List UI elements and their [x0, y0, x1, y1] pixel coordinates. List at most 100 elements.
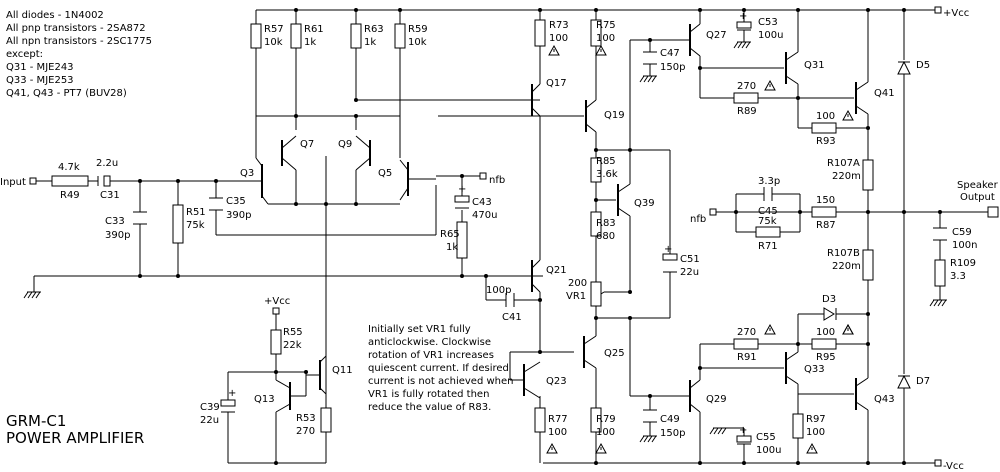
- note-line: All pnp transistors - 2SA872: [6, 23, 146, 34]
- diode-ref: D7: [916, 376, 930, 387]
- vcc-negative-terminal: -Vcc: [934, 459, 964, 472]
- capacitor-c33: C33 390p: [105, 211, 147, 241]
- resistor-ref: R55: [283, 327, 303, 338]
- transistor-ref: Q13: [254, 394, 275, 405]
- capacitor-c51: + C51 22u: [662, 244, 700, 278]
- resistor-r109: R109 3.3: [934, 258, 976, 287]
- potentiometer-vr1: 200 VR1: [566, 278, 605, 307]
- resistor-ref: R59: [408, 24, 428, 35]
- transistor-q17: Q17: [531, 78, 567, 117]
- transistor-ref: Q3: [240, 168, 254, 179]
- component-notes: All diodes - 1N4002 All pnp transistors …: [6, 10, 152, 99]
- input-terminal: Input: [0, 177, 37, 188]
- resistor-value: 10k: [264, 37, 283, 48]
- capacitor-c35: C35 390p: [209, 196, 251, 221]
- capacitor-value: 100u: [758, 30, 783, 41]
- capacitor-c43: + C43 470u: [454, 184, 497, 221]
- resistor-r83: R83 680: [590, 211, 616, 242]
- warning-icon: [806, 443, 818, 454]
- capacitor-c55: + C55 100u: [736, 425, 781, 456]
- capacitor-c53: + C53 100u: [736, 11, 783, 41]
- transistor-q23: Q23: [523, 361, 567, 399]
- resistor-ref: R93: [816, 136, 836, 147]
- note-line: current is not achieved when: [368, 376, 513, 387]
- resistor-value: 270: [737, 327, 756, 338]
- transistor-q43: Q43: [855, 377, 895, 411]
- resistor-r55: R55 22k: [270, 327, 303, 355]
- capacitor-c59: C59 100n: [933, 227, 977, 251]
- transistor-ref: Q43: [874, 394, 895, 405]
- capacitor-value: 22u: [200, 415, 219, 426]
- resistor-r87: 150 R87: [811, 195, 837, 231]
- resistor-value: 1k: [446, 242, 458, 253]
- vcc-positive-terminal: +Vcc: [934, 6, 969, 19]
- transistor-ref: Q9: [338, 139, 352, 150]
- resistor-value: 150: [816, 195, 835, 206]
- output-label-line: Output: [960, 192, 995, 203]
- resistor-value: 100: [549, 33, 568, 44]
- transistor-ref: Q21: [546, 265, 567, 276]
- resistor-r93: 100 R93: [811, 110, 854, 147]
- resistor-ref: R79: [596, 414, 616, 425]
- transistor-q21: Q21: [486, 259, 567, 293]
- note-line: Q41, Q43 - PT7 (BUV28): [6, 88, 127, 99]
- resistor-r89: 270 R89: [733, 80, 776, 117]
- capacitor-value: 100n: [952, 240, 977, 251]
- resistor-r107a: R107A 220m: [827, 158, 874, 191]
- capacitor-value: 22u: [680, 267, 699, 278]
- transistor-q11: Q11: [306, 172, 353, 390]
- capacitor-ref: C31: [100, 190, 120, 201]
- note-line: All npn transistors - 2SC1775: [6, 36, 152, 47]
- resistor-value: 4.7k: [58, 162, 80, 173]
- resistor-r73: R73 100: [534, 19, 569, 56]
- rail-label: +Vcc: [943, 8, 969, 19]
- page-title: GRM-C1: [6, 412, 66, 430]
- transistor-ref: Q27: [706, 30, 727, 41]
- transistor-q5: Q5: [378, 159, 436, 201]
- input-label: Input: [0, 177, 26, 188]
- note-line: VR1 is fully rotated then: [368, 389, 489, 400]
- resistor-value: 3.6k: [596, 169, 618, 180]
- resistor-value: 22k: [283, 340, 302, 351]
- transistor-q29: Q29: [689, 379, 727, 413]
- transistor-q7: Q7: [281, 135, 314, 176]
- transistor-ref: Q19: [604, 110, 625, 121]
- note-line: Q33 - MJE253: [6, 75, 74, 86]
- resistor-value: 75k: [186, 220, 205, 231]
- transistor-ref: Q33: [804, 364, 825, 375]
- ground-symbol: [929, 299, 948, 307]
- transistor-ref: Q29: [706, 394, 727, 405]
- resistor-r53: R53 270: [296, 407, 332, 437]
- resistor-ref: R61: [304, 24, 324, 35]
- polarity-mark: +: [739, 11, 747, 22]
- resistor-r75: R75 100: [590, 19, 616, 56]
- transistor-ref: Q39: [634, 198, 655, 209]
- resistor-value: 270: [737, 81, 756, 92]
- diode-ref: D5: [916, 60, 930, 71]
- capacitor-ref: C59: [952, 227, 972, 238]
- resistor-r49: 4.7k R49: [51, 162, 89, 201]
- note-line: quiescent current. If desired: [368, 363, 509, 374]
- warning-icon: [764, 80, 776, 91]
- capacitor-ref: C51: [680, 254, 700, 265]
- warning-icon: [595, 45, 607, 56]
- speaker-output-terminal: Speaker Output: [957, 180, 999, 218]
- warning-icon: [842, 324, 854, 335]
- resistor-ref: R71: [758, 241, 778, 252]
- capacitor-c41: 100p C41: [486, 285, 522, 323]
- transistor-q9: Q9: [338, 135, 371, 176]
- resistor-ref: R77: [548, 414, 568, 425]
- resistor-value: 1k: [304, 37, 316, 48]
- warning-icon: [764, 324, 776, 335]
- pot-value: 200: [568, 278, 587, 289]
- resistor-ref: R65: [440, 229, 460, 240]
- capacitor-value: 150p: [660, 62, 685, 73]
- transistor-q19: Q19: [585, 99, 625, 133]
- page-subtitle: POWER AMPLIFIER: [6, 429, 144, 447]
- note-line: reduce the value of R83.: [368, 402, 491, 413]
- capacitor-value: 100u: [756, 445, 781, 456]
- resistor-r63: R63 1k: [350, 23, 384, 49]
- resistor-ref: R107B: [827, 248, 860, 259]
- polarity-mark: +: [458, 184, 466, 195]
